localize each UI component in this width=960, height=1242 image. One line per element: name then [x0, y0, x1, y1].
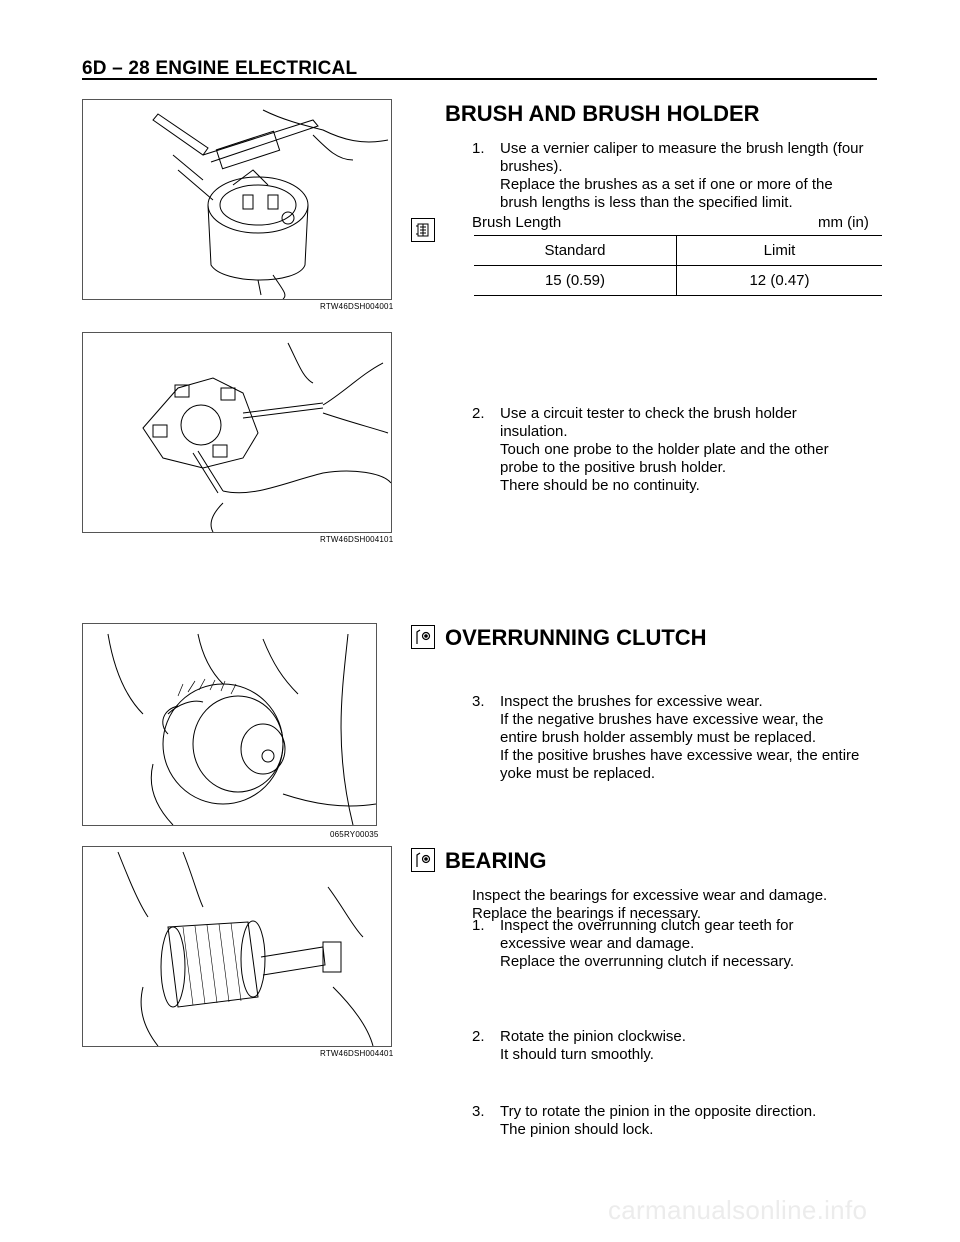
step-line: If the negative brushes have excessive w…	[500, 711, 824, 728]
brush-holder-illustration	[142, 342, 391, 532]
spec-table-header-row: Standard Limit	[474, 235, 882, 266]
step-line: Replace the brushes as a set if one or m…	[500, 176, 833, 193]
step-line: brushes).	[500, 158, 563, 175]
section-title-bearing: BEARING	[445, 848, 547, 873]
spec-value-standard: 15 (0.59)	[474, 265, 677, 296]
figure-caption: RTW46DSH004101	[320, 535, 394, 544]
spec-table-row: 15 (0.59) 12 (0.47)	[474, 265, 882, 296]
spec-value-limit: 12 (0.47)	[676, 265, 882, 296]
figure-caption: 065RY00035	[330, 830, 379, 839]
step-line: It should turn smoothly.	[500, 1046, 654, 1063]
clutch-illustration	[107, 633, 376, 825]
watermark: carmanualsonline.info	[608, 1195, 868, 1225]
figure-brush-holder-test	[82, 332, 392, 533]
step-line: Use a vernier caliper to measure the bru…	[500, 140, 864, 157]
step-line: entire brush holder assembly must be rep…	[500, 729, 816, 746]
step-number: 2.	[472, 405, 485, 422]
spec-unit: mm (in)	[818, 214, 869, 231]
page-header: 6D – 28 ENGINE ELECTRICAL	[82, 58, 358, 79]
step-line: Rotate the pinion clockwise.	[500, 1028, 686, 1045]
inspect-icon	[411, 625, 435, 649]
spec-table: Standard Limit 15 (0.59) 12 (0.47)	[474, 235, 882, 296]
step-line: brush lengths is less than the specified…	[500, 194, 793, 211]
step-line: probe to the positive brush holder.	[500, 459, 726, 476]
step-list-item: 1. Use a vernier caliper to measure the …	[472, 140, 920, 212]
body-line: Replace the bearings if necessary.	[472, 905, 702, 922]
step-list-item: 1. Inspect the overrunning clutch gear t…	[472, 917, 920, 971]
step-line: insulation.	[500, 423, 568, 440]
step-line: Try to rotate the pinion in the opposite…	[500, 1103, 817, 1120]
spec-col-standard: Standard	[474, 235, 677, 266]
step-list-item: 2. Rotate the pinion clockwise. It shoul…	[472, 1028, 920, 1064]
step-line: There should be no continuity.	[500, 477, 700, 494]
step-line: Replace the overrunning clutch if necess…	[500, 953, 795, 970]
bearing-illustration	[117, 851, 374, 1046]
figure-brush-measure	[82, 99, 392, 300]
step-line: excessive wear and damage.	[500, 935, 695, 952]
step-number: 1.	[472, 917, 485, 934]
step-number: 3.	[472, 693, 485, 710]
spec-label: Brush Length	[472, 214, 562, 231]
step-line: yoke must be replaced.	[500, 765, 656, 782]
step-list-item: 2. Use a circuit tester to check the bru…	[472, 405, 920, 495]
figure-overrunning-clutch	[82, 623, 377, 826]
step-line: If the positive brushes have excessive w…	[500, 747, 860, 764]
spec-col-limit: Limit	[676, 235, 882, 266]
step-line: Use a circuit tester to check the brush …	[500, 405, 797, 422]
step-number: 3.	[472, 1103, 485, 1120]
figure-caption: RTW46DSH004001	[320, 302, 394, 311]
step-line: Inspect the brushes for excessive wear.	[500, 693, 763, 710]
header-rule	[82, 78, 877, 80]
bearing-text: Inspect the bearings for excessive wear …	[472, 887, 892, 923]
step-number: 2.	[472, 1028, 485, 1045]
inspect-icon	[411, 848, 435, 872]
step-line: Touch one probe to the holder plate and …	[500, 441, 829, 458]
step-line: The pinion should lock.	[500, 1121, 654, 1138]
step-list-item: 3. Inspect the brushes for excessive wea…	[472, 693, 920, 783]
spec-table-icon	[411, 218, 435, 242]
body-line: Inspect the bearings for excessive wear …	[472, 887, 828, 904]
step-number: 1.	[472, 140, 485, 157]
figure-bearing	[82, 846, 392, 1047]
step-list-item: 3. Try to rotate the pinion in the oppos…	[472, 1103, 920, 1139]
section-title-brush: BRUSH AND BRUSH HOLDER	[445, 101, 760, 126]
caliper-illustration	[152, 109, 389, 299]
section-title-clutch: OVERRUNNING CLUTCH	[445, 625, 707, 650]
step-line: Inspect the overrunning clutch gear teet…	[500, 917, 794, 934]
figure-caption: RTW46DSH004401	[320, 1049, 394, 1058]
